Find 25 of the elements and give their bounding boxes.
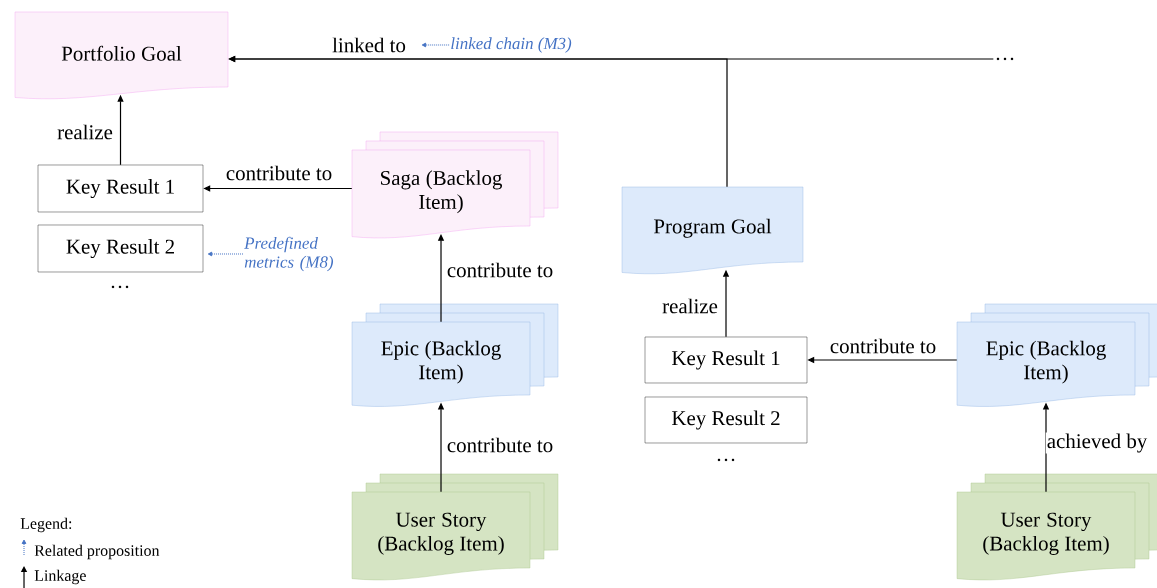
arrow: [421, 42, 450, 48]
result-box: Key Result 2: [644, 396, 808, 444]
edge-label: contribute to: [828, 337, 938, 355]
document-stack: Epic (Backlog Item): [956, 303, 1157, 407]
edge-label: contribute to: [445, 261, 555, 279]
edge-label: contribute to: [445, 436, 555, 454]
arrow: [207, 251, 244, 257]
edge-label: contribute to: [224, 164, 334, 182]
edge-label: realize: [56, 123, 114, 141]
annotation: linked chain (M3): [451, 37, 572, 53]
result-box: Key Result 2: [37, 224, 204, 273]
document-stack: User Story (Backlog Item): [956, 473, 1157, 581]
legend-text: Related proposition: [34, 544, 160, 560]
edge-label: linked to: [331, 36, 407, 54]
result-box: Key Result 1: [37, 164, 204, 213]
ellipsis: …: [996, 57, 1014, 61]
edge-label: achieved by: [1045, 432, 1149, 454]
document-stack: User Story (Backlog Item): [351, 473, 559, 581]
legend-title: Legend:: [20, 517, 72, 533]
document-stack: Saga (Backlog Item): [351, 131, 559, 239]
document-stack: Epic (Backlog Item): [351, 303, 559, 407]
result-box: Key Result 1: [644, 336, 808, 384]
edge-label: realize: [661, 297, 719, 315]
legend-text: Linkage: [34, 569, 86, 585]
annotation: Predefined metrics (M8): [244, 236, 334, 272]
